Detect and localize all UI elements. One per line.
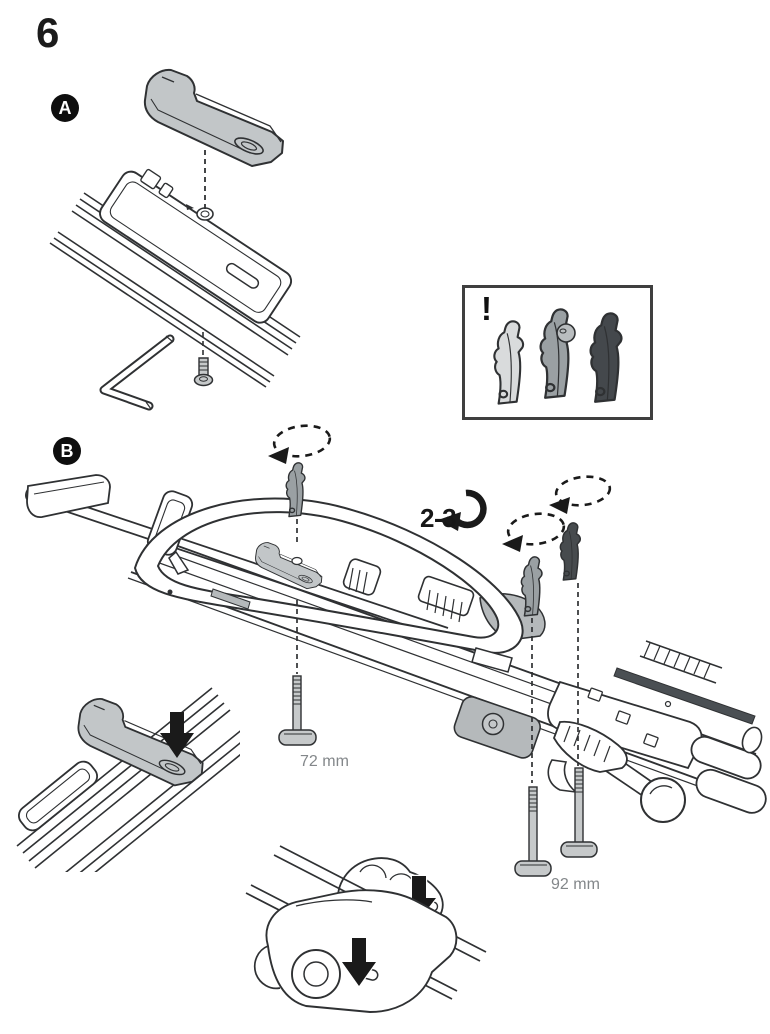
detail-round-bar-clamp xyxy=(245,845,487,1013)
screw-92mm-label: 92 mm xyxy=(551,876,600,893)
screw-92mm-right xyxy=(560,767,598,858)
rotation-arrow-icon xyxy=(438,489,487,531)
rotate-arrowhead-icon xyxy=(268,447,289,464)
screw-72mm-label: 72 mm xyxy=(300,753,349,770)
screw-72mm xyxy=(278,675,317,746)
press-down-arrow-icon xyxy=(160,712,194,758)
alignment-dashed-lines-b xyxy=(296,519,579,783)
clamp-variants-illustration xyxy=(493,308,623,405)
adapter-plate xyxy=(99,168,293,324)
warning-box: ! xyxy=(462,285,653,420)
clamp-variant-light xyxy=(493,320,525,405)
screw-small xyxy=(193,332,214,387)
clamp-knob-detail xyxy=(559,328,567,334)
rotation-ellipses xyxy=(268,424,612,552)
screw-92mm-left xyxy=(514,786,552,877)
rotate-arrowhead-icon xyxy=(549,497,570,514)
clamp-knob-icon xyxy=(556,323,576,343)
ratchet-wedge xyxy=(417,575,475,623)
rotation-count-label: 2-3 xyxy=(420,503,457,533)
clamp-block-a xyxy=(143,68,284,167)
press-down-arrow-icon xyxy=(339,936,379,989)
allen-key-icon xyxy=(99,334,175,411)
pad-screw-hole xyxy=(291,556,303,566)
rotate-arrowhead-icon xyxy=(502,535,523,552)
frame-loop-arm xyxy=(134,497,524,673)
rack-rear-assembly xyxy=(547,640,767,823)
wheel-tray-front xyxy=(25,474,449,639)
clamp-variant-gray xyxy=(539,308,573,399)
step-a-badge: A xyxy=(51,94,79,122)
exclamation-icon: ! xyxy=(481,290,492,327)
underside-pad xyxy=(453,696,541,759)
clamp-variant-black xyxy=(589,312,623,403)
detail-bar-mount xyxy=(16,687,240,872)
rail-insert-strip xyxy=(210,588,251,610)
step-b-badge: B xyxy=(53,437,81,465)
tube-collar xyxy=(342,558,382,596)
step-number: 6 xyxy=(36,9,59,56)
